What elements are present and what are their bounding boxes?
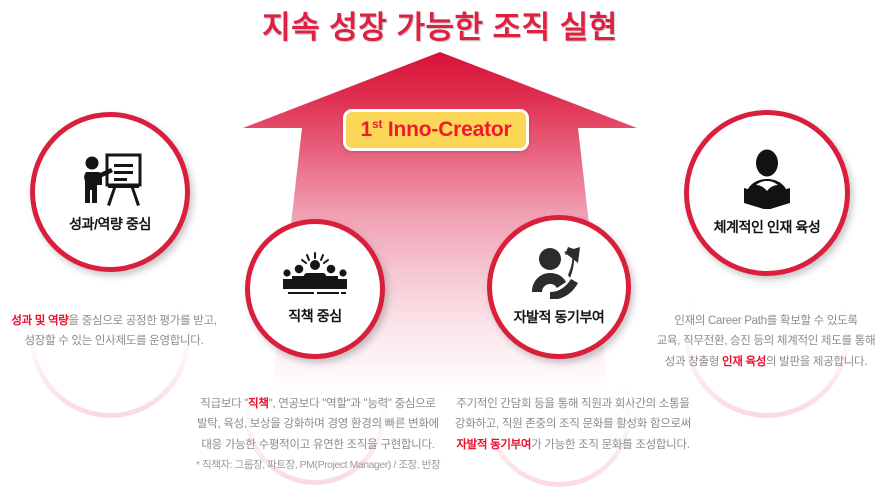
circle-position[interactable]: 직책 중심 — [245, 219, 385, 359]
description-performance: 성과 및 역량을 중심으로 공정한 평가를 받고, 성장할 수 있는 인사제도를 … — [0, 311, 228, 352]
body-text: ", 연공보다 "역할"과 "능력" 중심으로 — [268, 398, 436, 410]
highlight-text: 직책 — [248, 398, 269, 410]
badge-ordinal-number: 1 — [360, 118, 372, 141]
body-text: 주기적인 간담회 등을 통해 직원과 회사간의 소통을 — [456, 398, 690, 410]
description-line: 직급보다 "직책", 연공보다 "역할"과 "능력" 중심으로 — [178, 394, 458, 414]
inno-creator-badge: 1st Inno-Creator — [343, 109, 529, 151]
body-text: 대응 가능한 수평적이고 유연한 조직을 구현합니다. — [201, 438, 435, 451]
body-text: 인재의 Career Path를 확보할 수 있도록 — [674, 315, 858, 327]
body-text: 가 가능한 조직 문화를 조성합니다. — [531, 438, 690, 451]
person-reading-book-icon — [738, 149, 796, 209]
body-text: 을 중심으로 공정한 평가를 받고, — [68, 315, 217, 327]
circle-caption: 체계적인 인재 육성 — [713, 219, 821, 235]
description-footnote: * 직책자: 그룹장, 파트장, PM(Project Manager) / 조… — [195, 459, 441, 472]
body-text: 직급보다 " — [200, 398, 249, 410]
circle-talent[interactable]: 체계적인 인재 육성 — [684, 110, 850, 276]
description-line: 대응 가능한 수평적이고 유연한 조직을 구현합니다. — [178, 435, 458, 455]
circle-caption: 직책 중심 — [288, 308, 342, 324]
circle-caption: 성과/역량 중심 — [69, 216, 151, 232]
description-line: 인재의 Career Path를 확보할 수 있도록 — [652, 311, 880, 331]
page-title: 지속 성장 가능한 조직 실현 — [262, 10, 618, 45]
badge-title: Inno-Creator — [387, 118, 512, 141]
circle-motivation[interactable]: 자발적 동기부여 — [487, 215, 631, 359]
circle-caption: 자발적 동기부여 — [513, 309, 605, 325]
description-line: 발탁, 육성, 보상을 강화하며 경영 환경의 빠른 변화에 — [178, 414, 458, 434]
badge-label: 1st Inno-Creator — [360, 118, 511, 142]
body-text: 성장할 수 있는 인사제도를 운영합니다. — [24, 335, 204, 348]
description-line: 주기적인 간담회 등을 통해 직원과 회사간의 소통을 — [432, 394, 714, 414]
description-line: 성과 및 역량을 중심으로 공정한 평가를 받고, — [0, 311, 228, 331]
description-line: 교육, 직무전환, 승진 등의 체계적인 제도를 통해 — [652, 331, 880, 351]
description-line: 성장할 수 있는 인사제도를 운영합니다. — [0, 331, 228, 351]
badge-ordinal-suffix: st — [371, 117, 383, 131]
description-line: 강화하고, 직원 존중의 조직 문화를 활성화 함으로써 — [432, 414, 714, 434]
body-text: 의 발판을 제공합니다. — [766, 355, 868, 368]
presenter-whiteboard-icon — [77, 150, 143, 208]
description-line: 성과 창출형 인재 육성의 발판을 제공합니다. — [652, 352, 880, 372]
highlight-text: 자발적 동기부여 — [456, 438, 532, 451]
highlight-text: 성과 및 역량 — [11, 315, 69, 327]
body-text: 교육, 직무전환, 승진 등의 체계적인 제도를 통해 — [656, 335, 876, 348]
body-text: 발탁, 육성, 보상을 강화하며 경영 환경의 빠른 변화에 — [197, 418, 439, 431]
highlight-text: 인재 육성 — [721, 355, 766, 368]
description-line: 자발적 동기부여가 가능한 조직 문화를 조성합니다. — [432, 435, 714, 455]
team-group-icon — [283, 252, 347, 298]
circle-performance[interactable]: 성과/역량 중심 — [30, 112, 190, 272]
body-text: 성과 창출형 — [664, 355, 722, 368]
person-rising-arrow-icon — [528, 247, 590, 299]
body-text: 강화하고, 직원 존중의 조직 문화를 활성화 함으로써 — [454, 418, 692, 431]
